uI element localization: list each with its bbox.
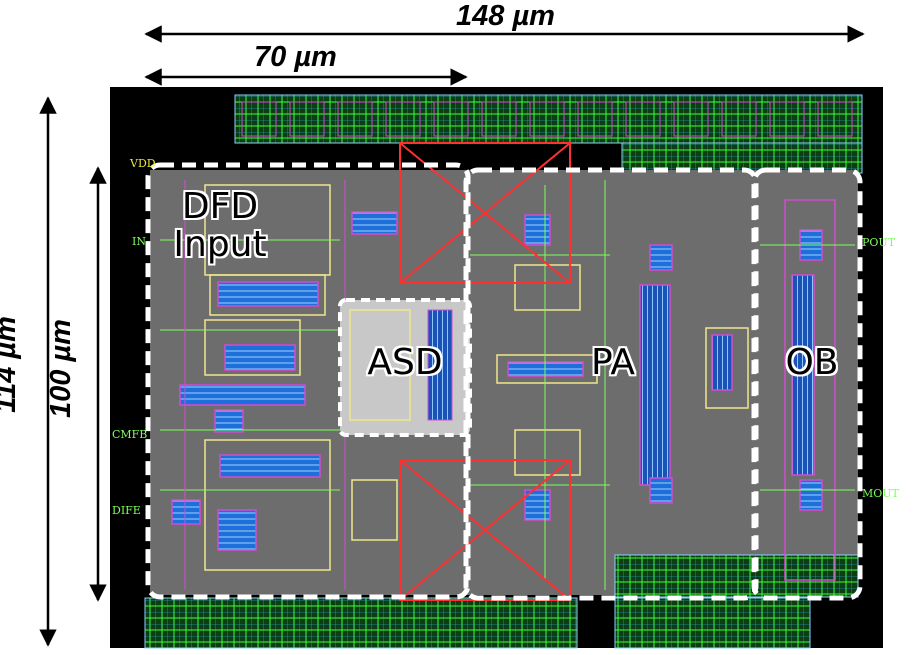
red-cross-boxes: [399, 142, 571, 601]
top-pad-cell: [721, 101, 757, 137]
top-pad-cell: [769, 101, 805, 137]
top-pad-cell: [481, 101, 517, 137]
height-total-label: 114 µm: [0, 316, 22, 413]
ob-label: OB: [785, 342, 839, 383]
top-pad-cell: [817, 101, 853, 137]
pin-pout: POUT: [862, 236, 896, 249]
top-pad-cell: [625, 101, 661, 137]
top-pad-cell: [337, 101, 373, 137]
right-bottom-pad-block: [614, 554, 859, 598]
pa-label: PA: [590, 342, 636, 383]
height-core-label: 100 µm: [44, 319, 77, 418]
dfd-label-line2: Input: [173, 224, 267, 265]
top-pad-cell: [241, 101, 277, 137]
dimension-arrows: [39, 25, 865, 647]
top-pad-cells: [241, 101, 853, 137]
top-pad-cell: [577, 101, 613, 137]
asd-label: ASD: [367, 342, 443, 383]
top-pad-cell: [385, 101, 421, 137]
ob-circuits: [760, 199, 855, 581]
pin-dife: DIFE: [112, 504, 141, 517]
dfd-circuits: [160, 180, 398, 590]
width-top-label: 148 µm: [456, 0, 555, 32]
region-outlines: [145, 162, 863, 601]
top-pad-cell: [529, 101, 565, 137]
pin-in: IN: [132, 235, 146, 248]
top-pad-row: [234, 94, 863, 144]
top-pad-cell: [433, 101, 469, 137]
bottom-pad-row-left: [144, 597, 578, 649]
pin-cmfb: CMFB: [112, 428, 148, 441]
top-pad-cell: [673, 101, 709, 137]
bottom-pad-row-right: [614, 597, 811, 649]
top-pad-cell: [289, 101, 325, 137]
dfd-label-line1: DFD: [181, 186, 259, 227]
ob-region: [751, 167, 863, 601]
pin-vdd: VDD: [130, 157, 156, 170]
pin-mout: MOUT: [862, 487, 899, 500]
width-partial-label: 70 µm: [254, 41, 337, 73]
